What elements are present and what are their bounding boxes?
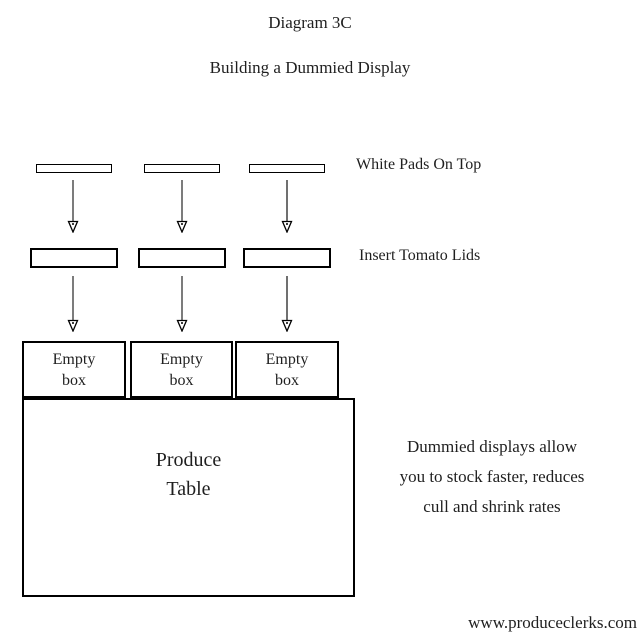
tomato-lid-1 [30, 248, 118, 268]
down-arrow-icon [66, 180, 80, 233]
down-arrow-icon [280, 276, 294, 332]
white-pad-2 [144, 164, 220, 173]
down-arrow-icon [280, 180, 294, 233]
empty-box-1: Empty box [22, 341, 126, 398]
note-line: Dummied displays allow [407, 437, 577, 456]
down-arrow-icon [66, 276, 80, 332]
down-arrow-icon [175, 276, 189, 332]
produce-table-label-line1: Produce [155, 449, 222, 471]
note-line: cull and shrink rates [423, 497, 561, 516]
empty-box-3: Empty box [235, 341, 339, 398]
produce-table: Produce Table [22, 398, 355, 597]
empty-box-label-line1: Empty [52, 350, 96, 368]
empty-box-label-line2: box [169, 371, 194, 389]
empty-box-label-line1: Empty [265, 350, 309, 368]
empty-box-label-line1: Empty [160, 350, 203, 368]
diagram-subtitle: Building a Dummied Display [209, 58, 411, 77]
empty-box-2: Empty box [130, 341, 233, 398]
white-pads-label: White Pads On Top [356, 156, 482, 173]
empty-box-label-line2: box [62, 371, 86, 389]
tomato-lid-2 [138, 248, 226, 268]
down-arrow-icon [175, 180, 189, 233]
diagram-title: Diagram 3C [268, 13, 352, 32]
website-url: www.produceclerks.com [468, 613, 637, 632]
produce-table-label-line2: Table [166, 478, 211, 500]
tomato-lid-3 [243, 248, 331, 268]
white-pad-1 [36, 164, 112, 173]
tomato-lids-label: Insert Tomato Lids [359, 247, 481, 264]
white-pad-3 [249, 164, 325, 173]
note-line: you to stock faster, reduces [399, 467, 585, 486]
dummied-display-note: Dummied displays allow you to stock fast… [377, 432, 607, 522]
empty-box-label-line2: box [275, 371, 299, 389]
